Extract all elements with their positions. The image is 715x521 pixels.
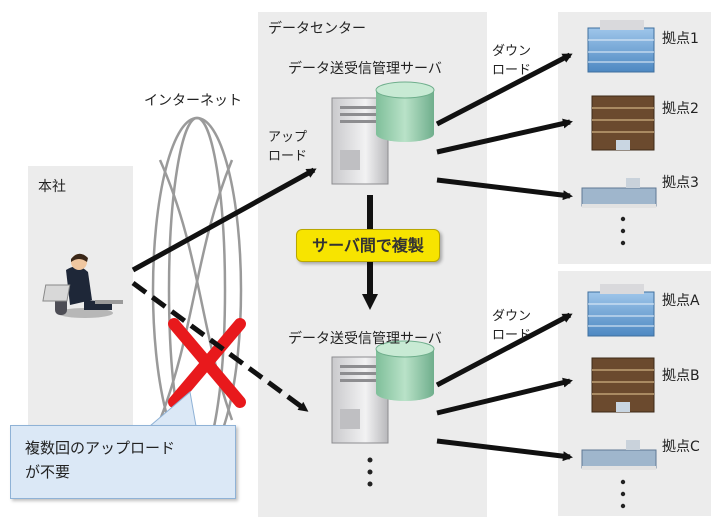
download-top-label-line2: ロード <box>492 63 532 78</box>
person-at-laptop-icon <box>42 253 123 318</box>
datacenter-label: データセンター <box>268 21 366 37</box>
internet-cloud-loop <box>151 116 243 464</box>
office-building-icon-2 <box>591 95 655 151</box>
callout-line1: 複数回のアップロード <box>25 439 176 457</box>
office-building-icon-a <box>587 284 655 337</box>
server-bottom-icon <box>331 340 435 444</box>
branch-label-b: 拠点B <box>662 368 700 384</box>
more-servers-ellipsis <box>367 457 373 487</box>
upload-arrow <box>131 167 317 273</box>
branch-label-1: 拠点1 <box>662 31 699 47</box>
download-arrow-3 <box>436 177 573 201</box>
download-top-label-line1: ダウン <box>492 44 532 59</box>
server-top-icon <box>331 81 435 185</box>
direct-upload-dashed-arrow <box>131 280 309 413</box>
download-arrow-1 <box>435 52 573 127</box>
more-branches-top-ellipsis <box>620 216 626 246</box>
hq-label: 本社 <box>38 179 66 195</box>
branch-label-2: 拠点2 <box>662 101 699 117</box>
download-bottom-label-line2: ロード <box>492 328 532 343</box>
download-arrow-b <box>436 377 573 416</box>
download-arrow-2 <box>436 118 573 155</box>
office-building-icon-b <box>591 357 655 413</box>
download-bottom-label-line1: ダウン <box>492 309 532 324</box>
factory-icon-c <box>581 440 657 470</box>
server-top-label: データ送受信管理サーバ <box>288 61 442 77</box>
callout-line2: が不要 <box>25 463 71 481</box>
upload-label-line2: ロード <box>268 149 308 164</box>
factory-icon-3 <box>581 178 657 208</box>
upload-label-line1: アップ <box>268 130 308 145</box>
replicate-label: サーバ間で複製 <box>296 229 440 262</box>
internet-label: インターネット <box>144 93 242 109</box>
office-building-icon-1 <box>587 20 655 73</box>
download-arrow-c <box>436 438 573 462</box>
rejected-path-cross-icon <box>168 318 246 408</box>
server-bottom-label: データ送受信管理サーバ <box>288 331 442 347</box>
callout-box: 複数回のアップロード が不要 <box>10 425 236 499</box>
more-branches-bottom-ellipsis <box>620 479 626 509</box>
branch-label-a: 拠点A <box>662 293 700 309</box>
branch-label-3: 拠点3 <box>662 175 699 191</box>
branch-label-c: 拠点C <box>662 439 700 455</box>
download-arrow-a <box>435 312 573 388</box>
